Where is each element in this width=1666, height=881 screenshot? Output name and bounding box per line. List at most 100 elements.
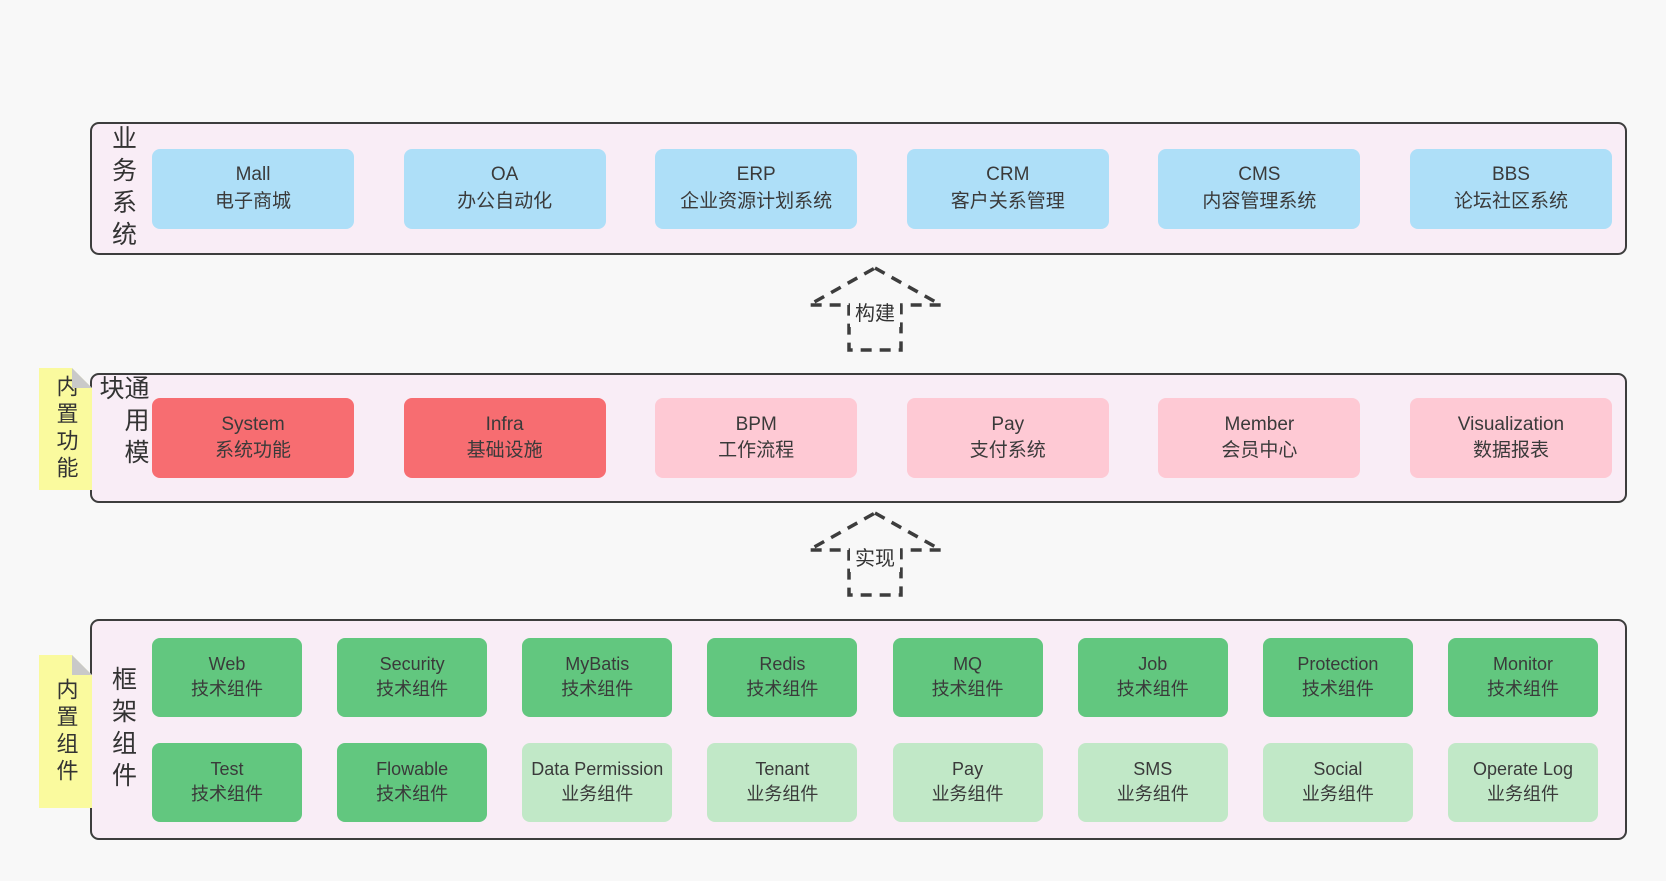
box-subtitle: 技术组件 — [376, 679, 449, 699]
box-subtitle: 技术组件 — [746, 679, 819, 699]
section-modules-label: 通用模块 — [96, 375, 149, 471]
box-subtitle: 技术组件 — [1486, 679, 1559, 699]
box-redis: Redis 技术组件 — [707, 637, 858, 717]
box-subtitle: 办公自动化 — [457, 190, 553, 212]
box-title: Monitor — [1492, 654, 1553, 675]
box-subtitle: 技术组件 — [191, 784, 263, 804]
business-boxes-row: Mall 电子商城 OA 办公自动化 ERP 企业资源计划系统 CRM 客户关系… — [152, 148, 1625, 229]
box-title: CMS — [1238, 164, 1281, 186]
implement-arrow-label: 实现 — [850, 541, 900, 572]
section-framework-components: 框架组件 Web 技术组件 Security 技术组件 MyBatis 技术组件… — [90, 619, 1627, 840]
box-mq: MQ 技术组件 — [892, 637, 1043, 717]
box-subtitle: 企业资源计划系统 — [680, 190, 833, 212]
box-subtitle: 技术组件 — [1116, 679, 1189, 699]
box-subtitle: 业务组件 — [746, 784, 819, 804]
box-subtitle: 电子商城 — [214, 190, 291, 212]
box-test: Test 技术组件 — [152, 742, 302, 822]
box-title: SMS — [1133, 759, 1173, 780]
box-title: System — [221, 413, 285, 435]
box-title: Data Permission — [531, 759, 664, 780]
box-title: MyBatis — [565, 654, 630, 675]
box-subtitle: 技术组件 — [931, 679, 1004, 699]
box-mybatis: MyBatis 技术组件 — [522, 637, 673, 717]
box-erp: ERP 企业资源计划系统 — [655, 148, 858, 229]
sticky-fold-corner-icon — [72, 368, 92, 388]
box-cms: CMS 内容管理系统 — [1158, 148, 1361, 229]
box-subtitle: 客户关系管理 — [950, 190, 1065, 212]
sticky-fold-corner-icon — [72, 655, 92, 675]
box-title: Social — [1313, 759, 1363, 780]
box-title: Job — [1138, 654, 1168, 675]
components-rows: Web 技术组件 Security 技术组件 MyBatis 技术组件 Redi… — [152, 637, 1625, 822]
box-monitor: Monitor 技术组件 — [1447, 637, 1598, 717]
box-title: Tenant — [755, 759, 810, 780]
box-bbs: BBS 论坛社区系统 — [1409, 148, 1612, 229]
box-title: Mall — [235, 164, 271, 186]
box-member: Member 会员中心 — [1158, 398, 1361, 478]
section-business-systems: 业务系统 Mall 电子商城 OA 办公自动化 ERP 企业资源计划系统 CRM… — [90, 122, 1627, 255]
box-title: CRM — [986, 164, 1030, 186]
box-title: Visualization — [1457, 413, 1565, 435]
section-common-modules: 通用模块 System 系统功能 Infra 基础设施 BPM 工作流程 Pay… — [90, 373, 1627, 503]
box-infra: Infra 基础设施 — [403, 398, 606, 478]
modules-boxes-row: System 系统功能 Infra 基础设施 BPM 工作流程 Pay 支付系统… — [152, 398, 1625, 478]
box-subtitle: 技术组件 — [376, 784, 449, 804]
box-pay-component: Pay 业务组件 — [892, 742, 1043, 822]
box-flowable: Flowable 技术组件 — [337, 742, 488, 822]
implement-up-arrow-icon — [802, 510, 948, 597]
box-protection: Protection 技术组件 — [1262, 637, 1413, 717]
box-subtitle: 业务组件 — [1301, 784, 1374, 804]
box-subtitle: 数据报表 — [1472, 440, 1549, 461]
box-subtitle: 技术组件 — [561, 679, 634, 699]
box-title: Security — [379, 654, 445, 675]
box-title: BBS — [1491, 164, 1530, 186]
box-subtitle: 工作流程 — [718, 440, 795, 461]
box-subtitle: 支付系统 — [969, 440, 1046, 461]
box-job: Job 技术组件 — [1077, 637, 1228, 717]
box-title: Operate Log — [1472, 759, 1574, 780]
box-visualization: Visualization 数据报表 — [1409, 398, 1612, 478]
box-title: Redis — [759, 654, 806, 675]
components-row-1: Web 技术组件 Security 技术组件 MyBatis 技术组件 Redi… — [152, 637, 1598, 717]
components-row-2: Test 技术组件 Flowable 技术组件 Data Permission … — [152, 742, 1598, 822]
box-title: Pay — [952, 759, 984, 780]
box-subtitle: 基础设施 — [466, 440, 543, 461]
sticky-built-in-features: 内置功能 — [39, 368, 92, 490]
box-subtitle: 技术组件 — [191, 679, 263, 699]
box-data-permission: Data Permission 业务组件 — [522, 742, 673, 822]
box-subtitle: 业务组件 — [931, 784, 1004, 804]
box-title: ERP — [736, 164, 776, 186]
box-sms: SMS 业务组件 — [1077, 742, 1228, 822]
box-bpm: BPM 工作流程 — [655, 398, 858, 478]
box-subtitle: 系统功能 — [214, 440, 291, 461]
build-arrow-label: 构建 — [850, 296, 900, 327]
box-title: Pay — [991, 413, 1025, 435]
box-operate-log: Operate Log 业务组件 — [1447, 742, 1598, 822]
box-oa: OA 办公自动化 — [403, 148, 606, 229]
box-subtitle: 业务组件 — [1486, 784, 1559, 804]
box-tenant: Tenant 业务组件 — [707, 742, 858, 822]
box-subtitle: 业务组件 — [561, 784, 634, 804]
box-title: BPM — [735, 413, 777, 435]
box-title: Member — [1224, 413, 1295, 435]
box-subtitle: 业务组件 — [1116, 784, 1189, 804]
sticky-built-in-components: 内置组件 — [39, 655, 92, 808]
box-title: Infra — [485, 413, 524, 435]
box-subtitle: 论坛社区系统 — [1453, 190, 1568, 212]
box-pay-module: Pay 支付系统 — [906, 398, 1109, 478]
box-system: System 系统功能 — [152, 398, 354, 478]
box-social: Social 业务组件 — [1262, 742, 1413, 822]
box-mall: Mall 电子商城 — [152, 148, 354, 229]
box-web: Web 技术组件 — [152, 637, 302, 717]
box-subtitle: 技术组件 — [1301, 679, 1374, 699]
box-title: Flowable — [376, 759, 449, 780]
section-components-label: 框架组件 — [108, 665, 137, 794]
box-title: Protection — [1297, 654, 1379, 675]
box-title: OA — [490, 164, 519, 186]
box-title: MQ — [953, 654, 983, 675]
box-security: Security 技术组件 — [337, 637, 488, 717]
box-subtitle: 内容管理系统 — [1202, 190, 1317, 212]
box-subtitle: 会员中心 — [1221, 440, 1298, 461]
section-business-label: 业务系统 — [108, 124, 137, 253]
